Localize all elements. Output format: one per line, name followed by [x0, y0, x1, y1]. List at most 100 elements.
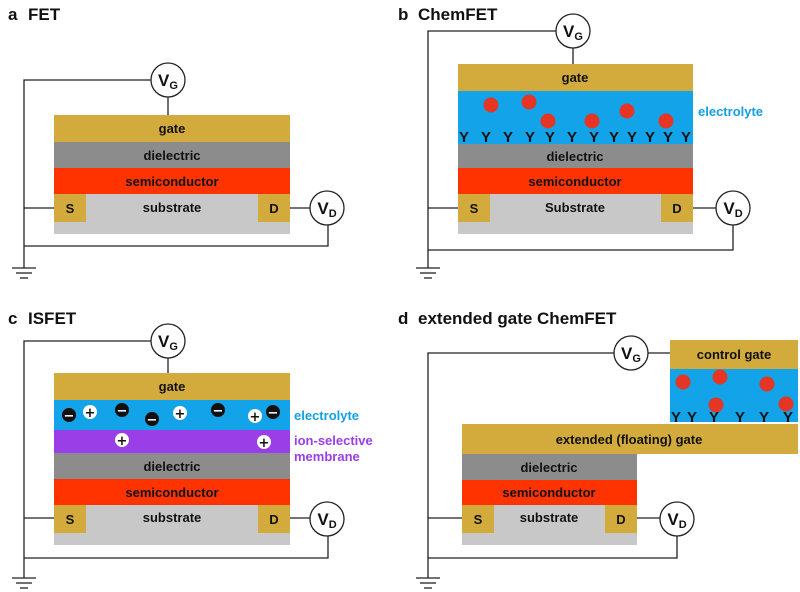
ground-symbol [416, 577, 440, 589]
vg-main: V [621, 344, 633, 363]
panel-a-letter: a [8, 5, 18, 24]
substrate-layer [54, 194, 290, 234]
receptor: Y [481, 129, 491, 146]
gate-layer [458, 64, 693, 91]
source-label: S [470, 201, 479, 216]
vd-meter: VD [659, 501, 695, 537]
membrane-layer [54, 430, 290, 453]
receptor: Y [459, 129, 469, 146]
receptor: Y [567, 129, 577, 146]
drain-return-wire [24, 536, 329, 559]
analyte [658, 113, 674, 129]
svg-text:VD: VD [723, 199, 742, 220]
drain-label: D [616, 512, 625, 527]
vd-meter: VD [309, 190, 345, 226]
receptor: Y [503, 129, 513, 146]
cation-sign: + [250, 410, 261, 425]
vg-main: V [158, 71, 170, 90]
vd-sub: D [329, 519, 337, 531]
substrate-label: Substrate [545, 200, 605, 215]
vd-main: V [667, 510, 679, 529]
semiconductor-label: semiconductor [125, 174, 218, 189]
semiconductor-label: semiconductor [528, 174, 621, 189]
vg-sub: G [632, 353, 641, 365]
vd-sub: D [329, 208, 337, 220]
panel-d-title: extended gate ChemFET [418, 309, 617, 328]
analyte [521, 94, 537, 110]
receptor: Y [609, 129, 619, 146]
ground-symbol [12, 577, 36, 589]
drain-label: D [672, 201, 681, 216]
cation-sign: + [117, 434, 128, 449]
vg-sub: G [574, 31, 583, 43]
panel-b: b ChemFET gate electrolyte Y Y Y Y Y [398, 5, 763, 279]
semiconductor-layer [458, 168, 693, 194]
drain-label: D [269, 201, 278, 216]
receptor: Y [783, 409, 793, 426]
dielectric-label: dielectric [546, 149, 603, 164]
dielectric-layer [458, 144, 693, 168]
cation: + [257, 435, 271, 451]
receptor: Y [525, 129, 535, 146]
drain-label: D [269, 512, 278, 527]
panel-a-title: FET [28, 5, 61, 24]
drain-return-wire [24, 225, 329, 247]
control-gate-label: control gate [697, 347, 771, 362]
svg-text:VD: VD [667, 510, 686, 531]
cation: + [248, 409, 262, 425]
analyte [483, 97, 499, 113]
vd-sub: D [679, 519, 687, 531]
svg-text:VG: VG [158, 71, 178, 92]
vd-main: V [723, 199, 735, 218]
cation: + [173, 406, 187, 422]
membrane-label-1: ion-selective [294, 433, 373, 448]
svg-text:VD: VD [317, 510, 336, 531]
anion: − [115, 403, 129, 419]
vd-main: V [317, 199, 329, 218]
anion: − [266, 405, 280, 421]
electrolyte-layer [670, 369, 798, 422]
gate-wire [23, 79, 151, 268]
gate-label: gate [562, 70, 589, 85]
analyte [712, 369, 728, 385]
analyte [619, 103, 635, 119]
electrolyte-layer [458, 91, 693, 144]
receptor: Y [545, 129, 555, 146]
svg-text:VD: VD [317, 199, 336, 220]
vg-meter: VG [150, 323, 186, 359]
panel-b-title: ChemFET [418, 5, 498, 24]
source-contact [54, 505, 86, 533]
vd-meter: VD [309, 501, 345, 537]
panel-b-letter: b [398, 5, 408, 24]
gate-layer [54, 373, 290, 400]
dielectric-layer [462, 454, 637, 480]
dielectric-layer [54, 142, 290, 168]
panel-d: d extended gate ChemFET control gate Y Y… [398, 309, 798, 589]
semiconductor-label: semiconductor [502, 485, 595, 500]
svg-text:VG: VG [621, 344, 641, 365]
anion: − [145, 412, 159, 428]
drain-return-wire [428, 536, 678, 559]
semiconductor-layer [462, 480, 637, 505]
vd-main: V [317, 510, 329, 529]
vg-main: V [563, 22, 575, 41]
drain-contact [258, 194, 290, 222]
anion-sign: − [268, 406, 279, 421]
vd-sub: D [735, 208, 743, 220]
panel-c: c ISFET gate electrolyte ion-selective m… [8, 309, 373, 589]
electrolyte-label: electrolyte [294, 408, 359, 423]
gate-label: gate [159, 379, 186, 394]
svg-text:VG: VG [158, 332, 178, 353]
dielectric-label: dielectric [143, 148, 200, 163]
vg-meter: VG [150, 62, 186, 98]
receptor: Y [627, 129, 637, 146]
panel-c-letter: c [8, 309, 17, 328]
cation-sign: + [259, 436, 270, 451]
ground-symbol [12, 267, 36, 279]
analyte [584, 113, 600, 129]
semiconductor-layer [54, 479, 290, 505]
gate-wire [427, 30, 556, 268]
receptor: Y [687, 409, 697, 426]
gate-wire [427, 352, 614, 578]
